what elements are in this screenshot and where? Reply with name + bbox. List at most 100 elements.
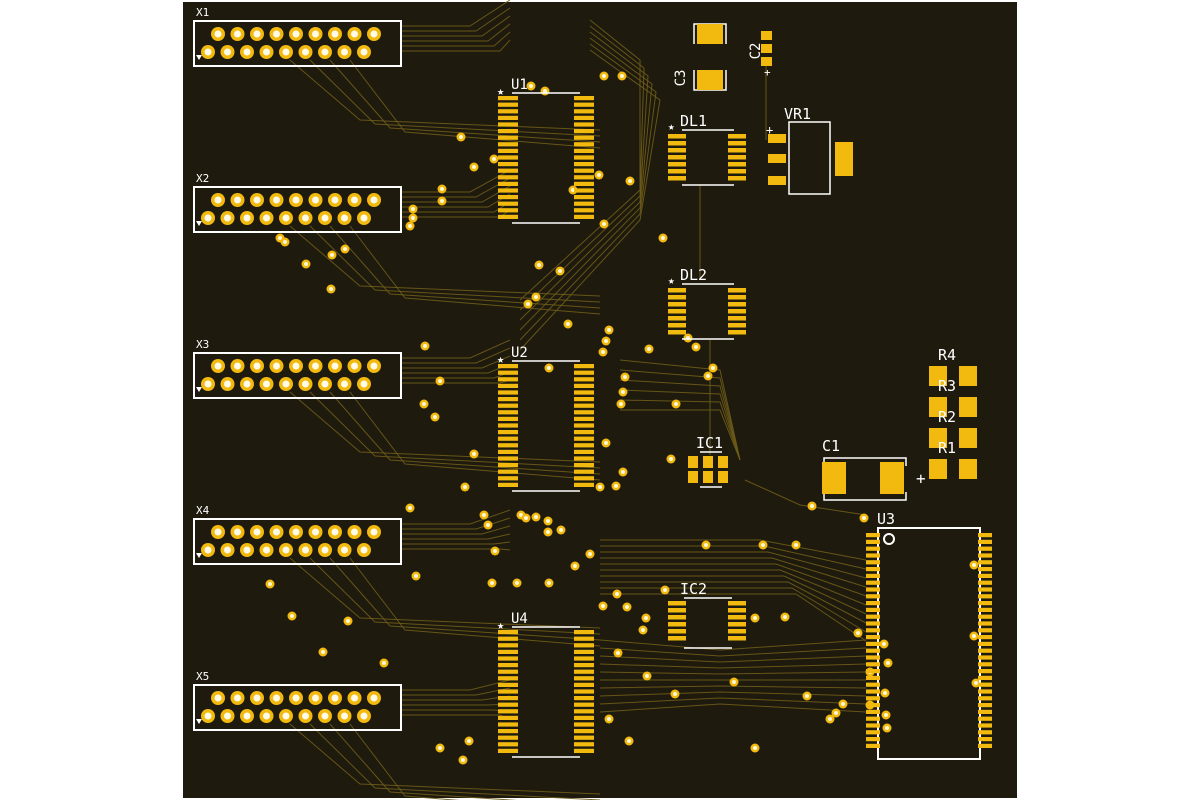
smd-pad bbox=[768, 176, 786, 185]
mcu-label: U3 bbox=[877, 510, 895, 528]
drill-hole bbox=[263, 380, 270, 388]
smd-pad bbox=[703, 471, 713, 483]
via-hole bbox=[753, 746, 757, 750]
smd-pad bbox=[929, 459, 947, 479]
smd-pad bbox=[978, 675, 992, 680]
trace bbox=[400, 525, 511, 535]
smd-pad bbox=[668, 162, 686, 167]
chip-label: U4 bbox=[511, 611, 528, 627]
pin1-star-icon: ★ bbox=[668, 274, 675, 287]
drill-hole bbox=[282, 380, 290, 388]
smd-pad bbox=[574, 109, 594, 114]
smd-pad bbox=[728, 141, 746, 146]
smd-pad bbox=[574, 742, 594, 747]
drill-hole bbox=[253, 694, 261, 702]
smd-pad bbox=[498, 423, 518, 428]
drill-hole bbox=[360, 48, 368, 56]
smd-pad bbox=[498, 643, 518, 648]
via-hole bbox=[669, 457, 673, 461]
smd-pad bbox=[498, 682, 518, 687]
via-hole bbox=[486, 523, 490, 527]
trace bbox=[620, 409, 741, 461]
smd-pad bbox=[574, 115, 594, 120]
smd-pad bbox=[574, 436, 594, 441]
smd-pad bbox=[498, 735, 518, 740]
trace bbox=[289, 225, 601, 297]
smd-pad bbox=[866, 580, 880, 585]
trace bbox=[329, 557, 601, 641]
smd-pad bbox=[574, 682, 594, 687]
smd-pad bbox=[574, 443, 594, 448]
trace bbox=[400, 548, 511, 551]
capacitor-c2: C2+ bbox=[748, 31, 772, 79]
drill-hole bbox=[273, 30, 280, 38]
smd-pad bbox=[574, 403, 594, 408]
via-hole bbox=[619, 402, 623, 406]
via-hole bbox=[492, 157, 496, 161]
silkscreen-outline bbox=[193, 352, 402, 399]
via-hole bbox=[598, 485, 602, 489]
drill-hole bbox=[204, 214, 212, 222]
smd-pad bbox=[574, 630, 594, 635]
drill-hole bbox=[204, 546, 212, 554]
delay-line-label: DL1 bbox=[680, 112, 707, 130]
via-hole bbox=[783, 615, 787, 619]
pin1-triangle-icon bbox=[196, 387, 202, 392]
smd-pad bbox=[498, 195, 518, 200]
smd-pad bbox=[978, 594, 992, 599]
drill-hole bbox=[243, 546, 251, 554]
smd-pad bbox=[574, 702, 594, 707]
smd-pad bbox=[978, 723, 992, 728]
trace bbox=[600, 539, 867, 561]
smd-pad bbox=[498, 364, 518, 369]
via-hole bbox=[482, 513, 486, 517]
trace bbox=[619, 389, 741, 461]
smd-pad bbox=[697, 70, 723, 90]
smd-pad bbox=[728, 330, 746, 335]
smd-pad bbox=[574, 748, 594, 753]
smd-pad bbox=[929, 397, 947, 417]
resistor-r4: R4 bbox=[929, 346, 977, 386]
smd-pad bbox=[498, 436, 518, 441]
smd-pad bbox=[498, 416, 518, 421]
smd-pad bbox=[978, 573, 992, 578]
drill-hole bbox=[331, 694, 339, 702]
smd-pad bbox=[498, 109, 518, 114]
drill-hole bbox=[263, 48, 270, 56]
trace bbox=[400, 679, 511, 691]
via-hole bbox=[490, 581, 494, 585]
components: X1X2X3X4X5★U1★U2★U4★DL1★DL2IC1IC2U3VR1+C… bbox=[193, 6, 992, 760]
smd-pad bbox=[668, 148, 686, 153]
via-hole bbox=[321, 650, 325, 654]
via-hole bbox=[753, 616, 757, 620]
smd-pad bbox=[574, 390, 594, 395]
via-hole bbox=[604, 441, 608, 445]
via-hole bbox=[882, 642, 886, 646]
via-hole bbox=[694, 345, 698, 349]
smd-pad bbox=[668, 169, 686, 174]
drill-hole bbox=[243, 48, 251, 56]
via-hole bbox=[278, 236, 282, 240]
smd-pad bbox=[498, 135, 518, 140]
trace bbox=[400, 31, 511, 47]
smd-pad bbox=[959, 428, 977, 448]
via-hole bbox=[972, 563, 976, 567]
trace bbox=[600, 563, 867, 597]
drill-hole bbox=[282, 712, 290, 720]
smd-pad bbox=[498, 214, 518, 219]
resistor-r1: R1 bbox=[929, 439, 977, 479]
smd-pad bbox=[978, 533, 992, 538]
drill-hole bbox=[331, 362, 339, 370]
smd-pad bbox=[498, 142, 518, 147]
smd-pad bbox=[668, 601, 686, 606]
smd-pad bbox=[498, 463, 518, 468]
smd-pad bbox=[866, 675, 880, 680]
drill-hole bbox=[204, 380, 212, 388]
via-hole bbox=[884, 713, 888, 717]
smd-pad bbox=[574, 696, 594, 701]
trace bbox=[329, 59, 601, 143]
smd-pad bbox=[574, 397, 594, 402]
trace bbox=[599, 703, 867, 713]
drill-hole bbox=[341, 48, 348, 56]
smd-pad bbox=[978, 546, 992, 551]
